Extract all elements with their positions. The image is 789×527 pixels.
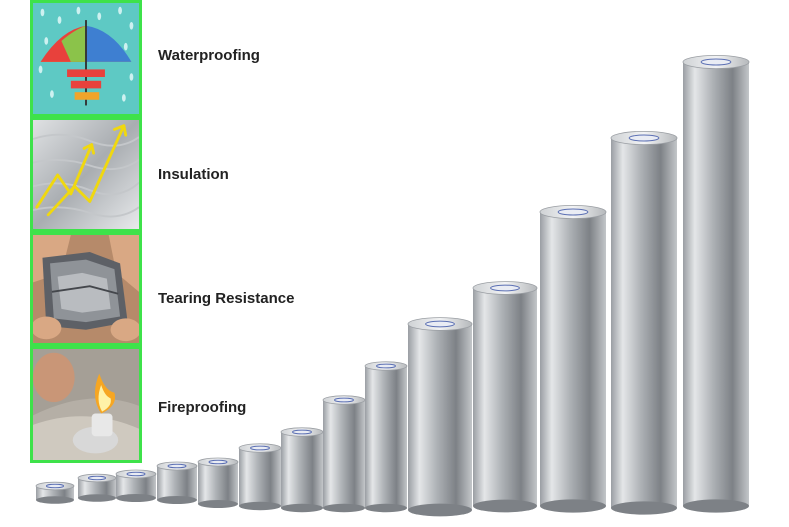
feature-label: Tearing Resistance [158,290,295,307]
foil-roll [407,317,473,517]
feature-label: Fireproofing [158,399,247,416]
foil-roll [156,461,198,504]
waterproofing-panel [30,0,142,117]
foil-roll [682,55,750,513]
fireproofing-panel [30,346,142,463]
umbrella-icon [33,3,139,114]
foil-roll [238,443,282,511]
foil-roll [197,457,239,508]
foil-roll [35,481,75,504]
foil-roll [539,204,607,513]
feature-label: Waterproofing [158,47,260,64]
flame-icon [33,349,139,460]
insulation-arrows-icon [33,120,139,229]
foil-roll [322,395,366,513]
tearing-resistance-panel [30,232,142,346]
foil-roll [472,281,538,513]
foil-roll [610,130,678,515]
insulation-panel [30,117,142,232]
foil-roll [115,469,157,502]
foil-roll [77,473,117,502]
foil-roll [364,361,408,513]
feature-label: Insulation [158,166,229,183]
torn-foil-icon [33,235,139,343]
foil-roll [280,427,324,513]
